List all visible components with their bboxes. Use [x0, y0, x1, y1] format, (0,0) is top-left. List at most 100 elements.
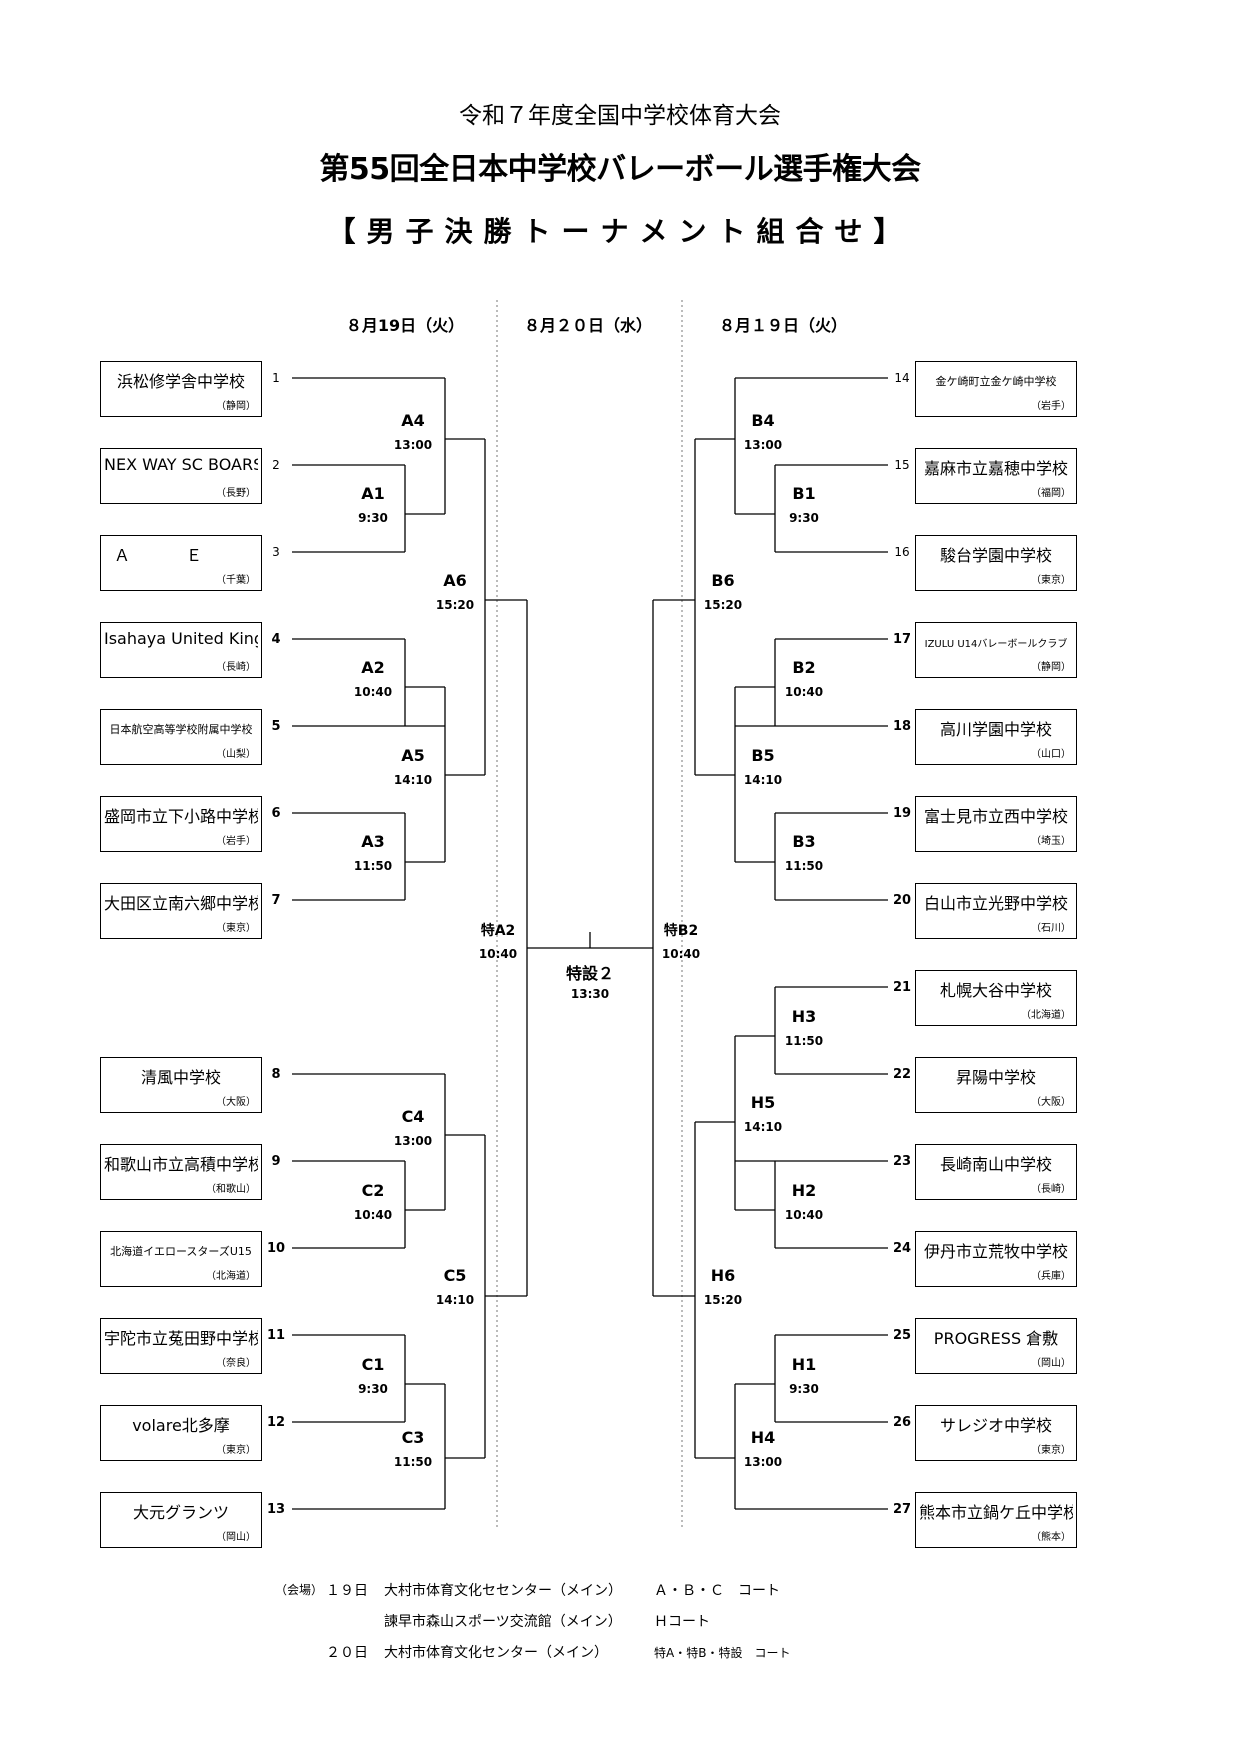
seed-number: 24 — [892, 1241, 912, 1256]
team-box: 札幌大谷中学校 （北海道） — [915, 970, 1077, 1026]
seed-number: 11 — [266, 1328, 286, 1343]
match-time-b5: 14:10 — [743, 773, 783, 787]
team-prefecture: （石川） — [1031, 923, 1071, 934]
match-time-c1: 9:30 — [358, 1382, 388, 1396]
team-box: 大元グランツ（岡山） — [100, 1492, 262, 1548]
team-prefecture: （静岡） — [216, 401, 256, 412]
match-label-b1: B1 — [792, 484, 816, 503]
match-label-b4: B4 — [751, 411, 775, 430]
match-label-h2: H2 — [791, 1181, 817, 1200]
match-time-b6: 15:20 — [703, 598, 743, 612]
team-box: 和歌山市立高積中学校（和歌山） — [100, 1144, 262, 1200]
team-box: 盛岡市立下小路中学校 （岩手） — [100, 796, 262, 852]
venue-day1-venue1: 大村市体育文化セセンター（メイン） — [384, 1583, 622, 1599]
team-prefecture: （岩手） — [216, 836, 256, 847]
match-time-b3: 11:50 — [784, 859, 824, 873]
seed-number: 27 — [892, 1502, 912, 1517]
team-name: Ａ Ｅ Ｇ Ｉ Ｓ — [114, 546, 258, 565]
team-prefecture: （大阪） — [1031, 1097, 1071, 1108]
venue-label: （会場） — [275, 1583, 324, 1597]
team-name: 盛岡市立下小路中学校 — [104, 807, 258, 826]
seed-number: 21 — [892, 980, 912, 995]
seed-number: 6 — [271, 806, 281, 821]
match-time-sa2: 10:40 — [478, 947, 518, 961]
team-prefecture: （千葉） — [216, 575, 256, 586]
match-label-b3: B3 — [792, 832, 816, 851]
team-name: PROGRESS 倉敷 — [933, 1329, 1059, 1348]
team-name: 白山市立光野中学校 — [923, 894, 1068, 913]
venue-day1-courts1: Ａ・Ｂ・Ｃ コート — [654, 1583, 780, 1599]
match-label-c5: C5 — [443, 1266, 467, 1285]
team-prefecture: （熊本） — [1031, 1532, 1071, 1543]
match-time-h5: 14:10 — [743, 1120, 783, 1134]
date-left: ８月19日（火） — [345, 316, 465, 335]
match-label-c3: C3 — [401, 1428, 425, 1447]
match-time-h4: 13:00 — [743, 1455, 783, 1469]
team-prefecture: （山梨） — [216, 749, 256, 760]
seed-number: 17 — [892, 632, 912, 647]
team-prefecture: （東京） — [1031, 1445, 1071, 1456]
match-label-b5: B5 — [751, 746, 775, 765]
team-name: 駿台学園中学校 — [939, 546, 1052, 565]
team-name: 日本航空高等学校附属中学校 — [109, 723, 253, 736]
seed-number: 16 — [894, 545, 910, 559]
team-prefecture: （長崎） — [216, 662, 256, 673]
match-time-b1: 9:30 — [789, 511, 819, 525]
match-time-a6: 15:20 — [435, 598, 475, 612]
match-time-c3: 11:50 — [393, 1455, 433, 1469]
match-label-h5: H5 — [750, 1093, 776, 1112]
team-box: 白山市立光野中学校 （石川） — [915, 883, 1077, 939]
match-time-h1: 9:30 — [789, 1382, 819, 1396]
team-prefecture: （岡山） — [216, 1532, 256, 1543]
team-box: 浜松修学舎中学校（静岡） — [100, 361, 262, 417]
team-box: PROGRESS 倉敷 （岡山） — [915, 1318, 1077, 1374]
match-label-a1: A1 — [361, 484, 385, 503]
team-prefecture: （岩手） — [1031, 401, 1071, 412]
match-label-b6: B6 — [711, 571, 735, 590]
team-name: 大田区立南六郷中学校 — [104, 894, 258, 913]
match-time-b4: 13:00 — [743, 438, 783, 452]
team-prefecture: （山口） — [1031, 749, 1071, 760]
team-prefecture: （埼玉） — [1031, 836, 1071, 847]
date-center: ８月２０日（水） — [523, 316, 652, 335]
seed-number: 10 — [266, 1241, 286, 1256]
venue-day2-venue: 大村市体育文化センター（メイン） — [384, 1645, 608, 1661]
venue-day1-venue2: 諫早市森山スポーツ交流館（メイン） — [384, 1614, 622, 1630]
team-name: Isahaya United Kings — [104, 629, 258, 648]
team-box: 長崎南山中学校（長崎） — [915, 1144, 1077, 1200]
team-prefecture: （岡山） — [1031, 1358, 1071, 1369]
seed-number: 14 — [894, 371, 910, 385]
match-label-b2: B2 — [792, 658, 816, 677]
match-label-sb2: 特B2 — [663, 923, 699, 939]
date-right: ８月１９日（火） — [718, 316, 847, 335]
team-box: IZULU U14バレーボールクラブ（静岡） — [915, 622, 1077, 678]
team-box: Ａ Ｅ Ｇ Ｉ Ｓ （千葉） — [100, 535, 262, 591]
team-name: 高川学園中学校 — [939, 720, 1052, 739]
team-prefecture: （奈良） — [216, 1358, 256, 1369]
team-prefecture: （福岡） — [1031, 488, 1071, 499]
team-name: 清風中学校 — [140, 1068, 221, 1087]
team-prefecture: （大阪） — [216, 1097, 256, 1108]
match-time-c2: 10:40 — [353, 1208, 393, 1222]
match-label-c4: C4 — [401, 1107, 425, 1126]
team-prefecture: （北海道） — [1021, 1010, 1071, 1021]
team-box: volare北多摩（東京） — [100, 1405, 262, 1461]
match-label-h1: H1 — [791, 1355, 817, 1374]
match-time-a1: 9:30 — [358, 511, 388, 525]
match-time-b2: 10:40 — [784, 685, 824, 699]
team-name: 札幌大谷中学校 — [939, 981, 1052, 1000]
subtitle: 令和７年度全国中学校体育大会 — [459, 103, 781, 129]
seed-number: 2 — [272, 458, 280, 472]
bracket-title: 【男子決勝トーナメント組合せ】 — [327, 215, 913, 248]
team-name: IZULU U14バレーボールクラブ — [924, 639, 1068, 650]
seed-number: 3 — [272, 545, 280, 559]
team-name: 昇陽中学校 — [955, 1068, 1036, 1087]
match-time-sb2: 10:40 — [661, 947, 701, 961]
team-name: サレジオ中学校 — [939, 1416, 1052, 1435]
seed-number: 20 — [892, 893, 912, 908]
match-label-h3: H3 — [791, 1007, 817, 1026]
match-label-a5: A5 — [401, 746, 425, 765]
seed-number: 15 — [894, 458, 910, 472]
team-name: 嘉麻市立嘉穂中学校 — [923, 459, 1068, 478]
